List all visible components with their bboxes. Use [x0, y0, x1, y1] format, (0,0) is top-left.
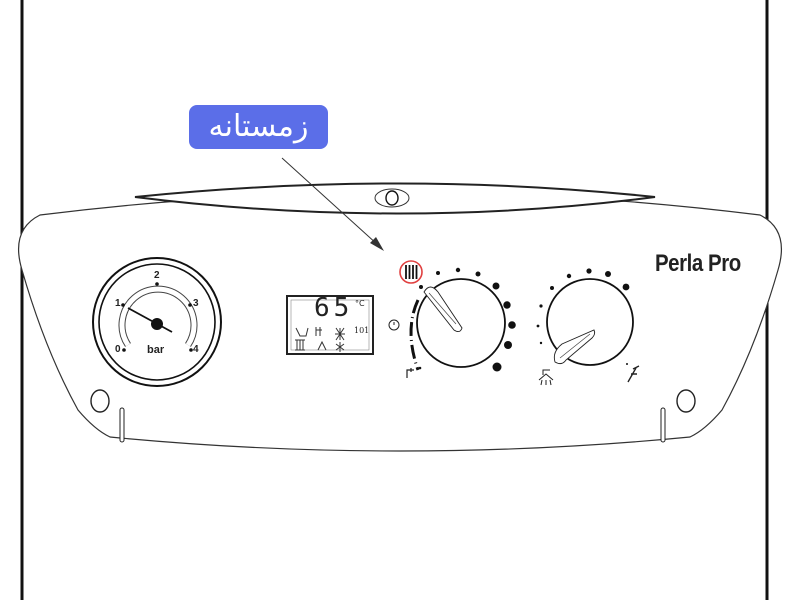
brand-logo: Perla Pro — [655, 250, 741, 277]
left-screw — [90, 389, 110, 413]
gauge-needle — [127, 307, 173, 333]
gauge-tick-4: 4 — [193, 344, 199, 355]
gauge-tick-2: 2 — [154, 270, 160, 281]
right-screw — [676, 389, 696, 413]
lcd-code: 101 — [354, 326, 370, 335]
eye-icon[interactable] — [374, 188, 410, 208]
ice-antifreeze-icon — [335, 342, 345, 352]
tap-icon — [315, 327, 322, 336]
snowflake-icon — [335, 327, 345, 341]
lcd-unit: °C — [355, 299, 365, 308]
lcd-temperature: 65 — [314, 293, 354, 323]
clock-icon — [388, 319, 400, 331]
tap-icon — [406, 368, 414, 378]
right-hinge — [660, 407, 666, 443]
winter-mode-callout: زمستانه — [189, 105, 328, 149]
wrench-icon — [627, 365, 640, 383]
winter-mode-icon[interactable] — [399, 260, 423, 284]
gauge-tick-3: 3 — [193, 298, 199, 309]
gauge-tick-1: 1 — [115, 298, 121, 309]
burner-flame-icon — [317, 340, 327, 351]
gauge-tick-0: 0 — [115, 344, 121, 355]
left-hinge — [119, 407, 125, 443]
radiator-heating-icon — [295, 327, 309, 351]
shower-icon — [538, 369, 554, 386]
gauge-unit: bar — [147, 344, 165, 356]
heating-knob[interactable] — [409, 267, 516, 372]
dhw-knob[interactable] — [536, 268, 634, 366]
lcd-display — [286, 295, 374, 355]
pressure-gauge — [92, 257, 222, 387]
callout-arrow — [281, 157, 384, 251]
